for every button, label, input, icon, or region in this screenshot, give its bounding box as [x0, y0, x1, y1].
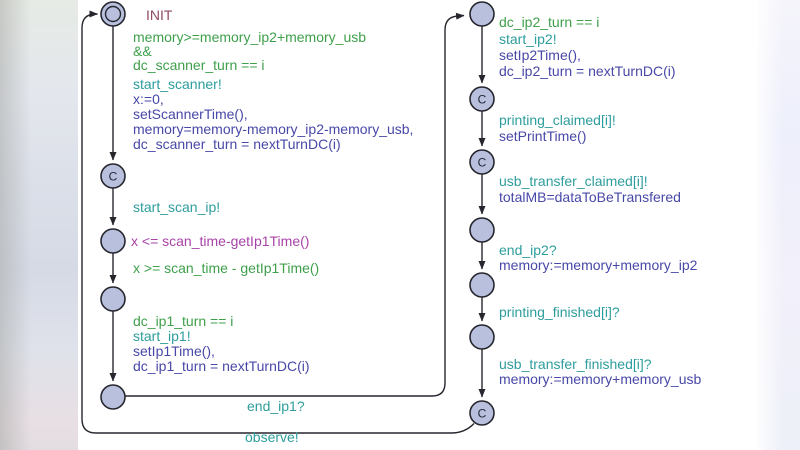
location-committed-1[interactable]: C [100, 163, 126, 189]
location-ip2-done[interactable] [469, 272, 495, 298]
update-label: setPrintTime() [499, 128, 586, 144]
sync-label: end_ip2? [499, 242, 557, 258]
location-usb-claimed[interactable] [469, 217, 495, 243]
sync-label: start_ip2! [499, 31, 557, 47]
location-name-init: INIT [146, 7, 173, 23]
background-band-left [0, 0, 78, 450]
committed-marker: C [478, 93, 487, 107]
sync-label: start_scanner! [133, 76, 222, 92]
location-committed-2[interactable]: C [469, 86, 495, 112]
location-ip1-busy[interactable] [100, 384, 126, 410]
sync-label: start_ip1! [133, 328, 191, 344]
location-committed-3[interactable]: C [469, 149, 495, 175]
committed-marker: C [109, 170, 118, 184]
background-band-right [757, 0, 800, 450]
committed-marker: C [478, 156, 487, 170]
committed-marker: C [478, 407, 487, 421]
location-init[interactable] [100, 1, 126, 27]
sync-label: printing_finished[i]? [499, 304, 620, 320]
initial-state-marker [104, 5, 122, 23]
location-committed-4[interactable]: C [469, 400, 495, 426]
edge-observe[interactable] [81, 10, 475, 434]
location-print-done[interactable] [469, 324, 495, 350]
update-label: dc_scanner_turn = nextTurnDC(i) [133, 136, 341, 152]
invariant-label: x <= scan_time-getIp1Time() [131, 233, 309, 249]
sync-label: usb_transfer_claimed[i]! [499, 173, 648, 189]
location-scan-done[interactable] [100, 286, 126, 312]
guard-label: && [133, 43, 152, 59]
guard-label: dc_scanner_turn == i [133, 57, 265, 73]
update-label: totalMB=dataToBeTransfered [499, 189, 681, 205]
update-label: setIp1Time(), [133, 343, 215, 359]
location-ip2-wait[interactable] [469, 1, 495, 27]
sync-label-end-ip1: end_ip1? [247, 398, 305, 414]
update-label: dc_ip2_turn = nextTurnDC(i) [499, 63, 676, 79]
guard-label: dc_ip2_turn == i [499, 14, 599, 30]
sync-label: usb_transfer_finished[i]? [499, 356, 652, 372]
location-scanning[interactable] [100, 228, 126, 254]
update-label: setIp2Time(), [499, 47, 581, 63]
update-label: dc_ip1_turn = nextTurnDC(i) [133, 358, 310, 374]
edge-end-ip1[interactable] [125, 12, 465, 397]
guard-label: dc_ip1_turn == i [133, 313, 233, 329]
update-label: memory:=memory+memory_ip2 [499, 257, 698, 273]
sync-label: start_scan_ip! [133, 199, 220, 215]
guard-label: x >= scan_time - getIp1Time() [133, 260, 319, 276]
update-label: memory:=memory+memory_usb [499, 371, 701, 387]
sync-label: printing_claimed[i]! [499, 112, 616, 128]
guard-label: memory>=memory_ip2+memory_usb [133, 29, 366, 45]
sync-label-observe: observe! [245, 429, 299, 445]
update-label: memory=memory-memory_ip2-memory_usb, [133, 121, 413, 137]
update-label: setScannerTime(), [133, 106, 248, 122]
update-label: x:=0, [133, 91, 164, 107]
